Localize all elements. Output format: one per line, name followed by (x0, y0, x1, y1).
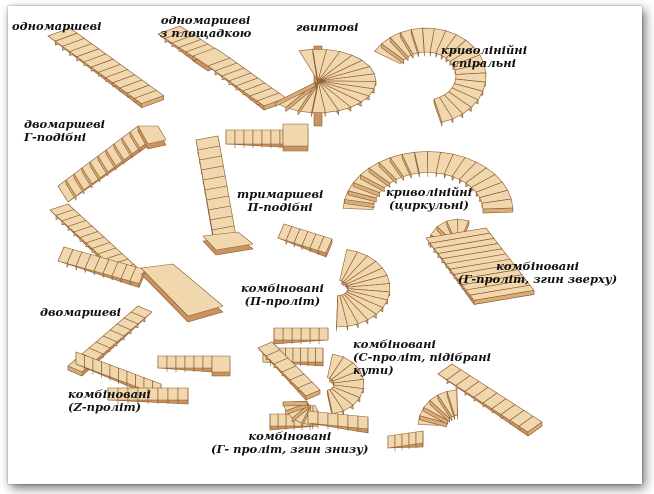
stair-combined-l-bottom (257, 341, 369, 434)
label-combined-l-top: комбіновані (Г-проліт, згин зверху) (458, 259, 618, 286)
label-three-flight-u: тримаршеві П-подібні (237, 187, 324, 214)
stair-single-flight (47, 27, 164, 108)
stair-spiral-screw (274, 45, 377, 127)
stair-single-flight-landing (157, 25, 287, 111)
stair-three-flight-u (195, 123, 309, 256)
stair-curved-spiral (374, 27, 487, 127)
label-single-flight-landing: одномаршеві з площадкою (160, 13, 252, 40)
label-combined-c: комбіновані (С-проліт, підібрані кути) (353, 337, 492, 377)
label-combined-l-bottom: комбіновані (Г- проліт, згин знизу) (211, 429, 369, 456)
stair-combined-z (75, 351, 231, 405)
stair-types-figure: одномаршеві одномаршеві з площадкою гвин… (8, 6, 642, 484)
label-curved-spiral: криволінійні спіральні (441, 43, 528, 70)
stair-combined-c (262, 347, 364, 431)
stair-combined-l-top (425, 218, 535, 305)
stair-combined-u (273, 223, 391, 345)
stair-curved-circular (342, 151, 514, 214)
label-single-flight: одномаршеві (12, 19, 102, 33)
label-curved-circular: криволінійні (циркульні) (386, 185, 473, 212)
stair-illustrations (47, 25, 543, 452)
stair-combined-curved-flight (387, 363, 543, 452)
label-two-flight: двомаршеві (40, 305, 122, 319)
label-spiral-screw: гвинтові (296, 20, 359, 34)
label-combined-u: комбіновані (П-проліт) (241, 281, 324, 308)
label-two-flight-l: двомаршеві Г-подібні (24, 117, 106, 144)
label-combined-z: комбіновані (Z-проліт) (68, 387, 151, 414)
